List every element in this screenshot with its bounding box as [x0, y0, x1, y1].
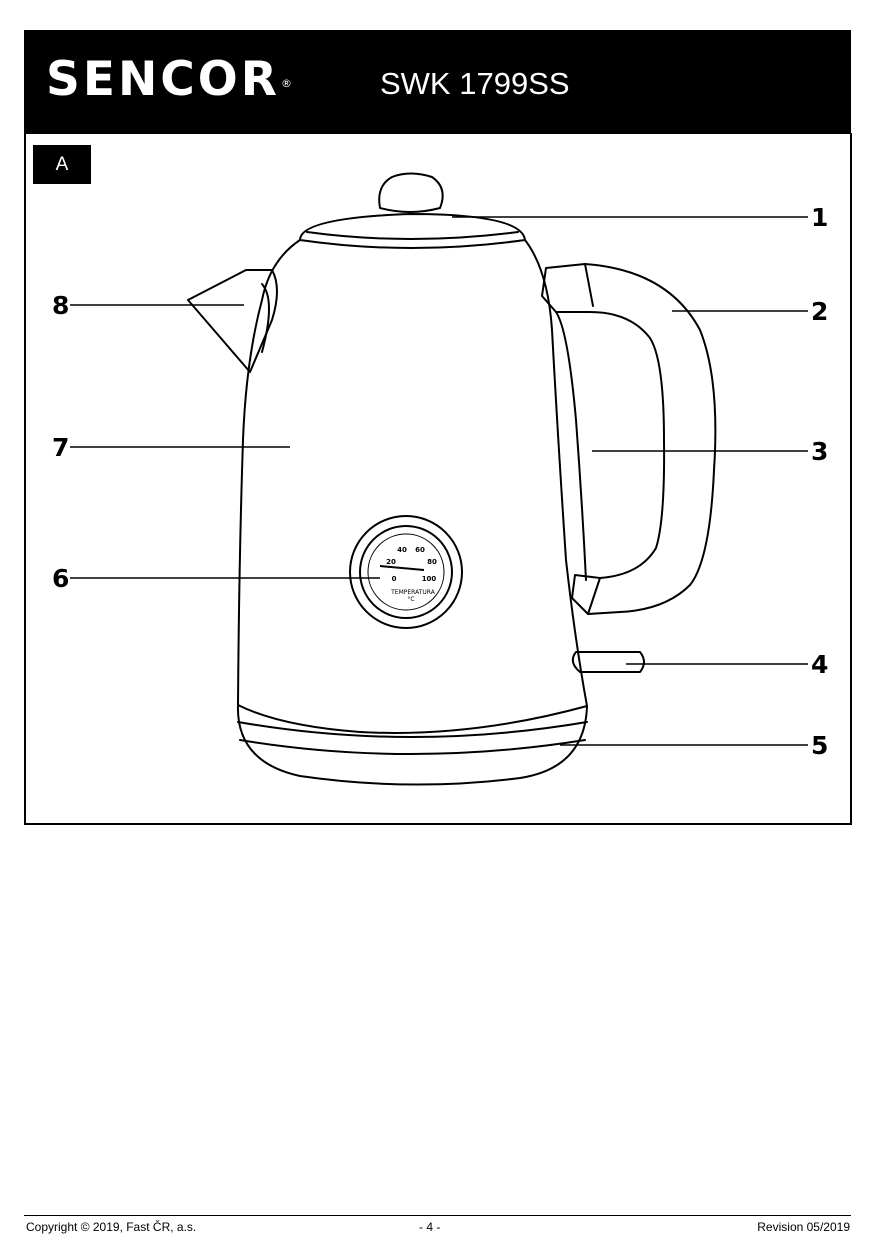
- gauge-tick-80: 80: [427, 558, 437, 566]
- gauge-tick-20: 20: [386, 558, 396, 566]
- header-bar: SENCOR® SWK 1799SS: [24, 30, 851, 134]
- gauge-tick-0: 0: [392, 575, 397, 583]
- gauge-tick-40: 40: [397, 546, 407, 554]
- gauge-tick-100: 100: [422, 575, 437, 583]
- callout-3: 3: [811, 437, 829, 466]
- footer-page-number: - 4 -: [419, 1220, 441, 1234]
- gauge-unit: °C: [407, 596, 414, 603]
- thermometer-gauge: 40 60 20 80 0 100 TEMPERATURA °C: [349, 515, 463, 629]
- kettle-base: [236, 704, 588, 786]
- power-switch: [571, 651, 645, 673]
- callout-1: 1: [811, 203, 829, 232]
- kettle-spout: [187, 269, 278, 373]
- kettle-body: [237, 239, 301, 706]
- footer-revision: Revision 05/2019: [757, 1220, 850, 1234]
- kettle-handle: [541, 263, 717, 615]
- callout-leaders: [70, 216, 808, 746]
- brand-logo: SENCOR®: [46, 52, 292, 107]
- gauge-label: TEMPERATURA: [390, 589, 436, 596]
- model-name: SWK 1799SS: [380, 66, 570, 101]
- callout-7: 7: [52, 433, 70, 462]
- section-label: A: [33, 145, 91, 184]
- callout-2: 2: [811, 297, 829, 326]
- callout-8: 8: [52, 291, 70, 320]
- lid-knob: [378, 172, 444, 213]
- gauge-tick-60: 60: [415, 546, 425, 554]
- footer-rule: [24, 1215, 851, 1216]
- callout-4: 4: [811, 650, 829, 679]
- callout-6: 6: [52, 564, 70, 593]
- callout-5: 5: [811, 731, 829, 760]
- figure-frame: [24, 133, 852, 825]
- footer-copyright: Copyright © 2019, Fast ČR, a.s.: [26, 1220, 197, 1234]
- kettle-lid: [299, 213, 526, 249]
